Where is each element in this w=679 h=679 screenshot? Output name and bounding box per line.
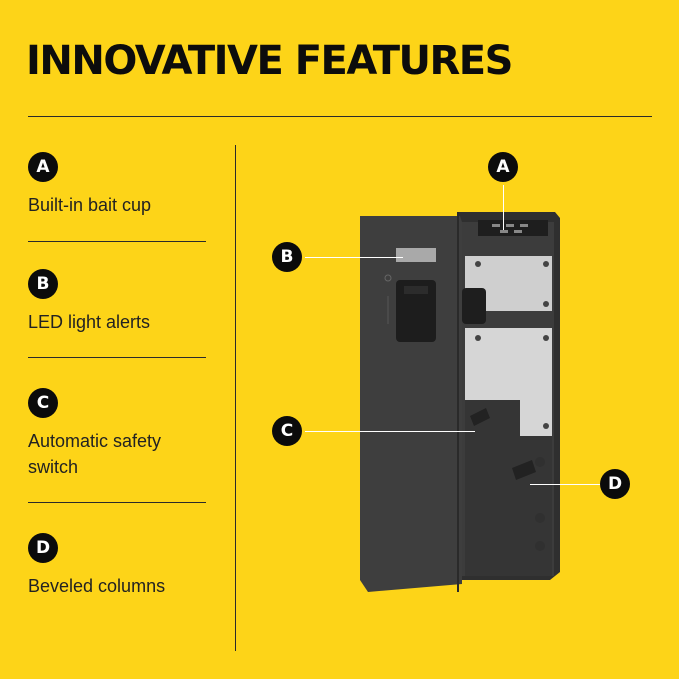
lower-cavity [465,400,552,576]
badge-a: A [28,152,58,182]
title-divider [28,116,652,117]
badge-d: D [28,533,58,563]
feature-d-label: Beveled columns [28,576,166,596]
feature-divider [28,502,206,503]
badge-c: C [28,388,58,418]
callout-badge-c: C [272,416,302,446]
safety-switch [470,408,490,426]
feature-c-label: Automatic safety switch [28,431,162,477]
feature-a: A Built-in bait cup [28,152,218,218]
feature-b: B LED light alerts [28,269,218,335]
door-latch [396,280,436,342]
callout-line-b [305,257,403,258]
feature-a-label: Built-in bait cup [28,195,152,215]
bait-cup [478,220,548,236]
led-window [396,248,436,262]
callout-badge-b: B [272,242,302,272]
feature-divider [28,241,206,242]
bait-station-illustration [360,212,560,592]
column-divider [235,145,236,651]
beveled-column [512,460,536,480]
callout-line-c [305,431,475,432]
badge-b: B [28,269,58,299]
callout-badge-a: A [488,152,518,182]
feature-b-label: LED light alerts [28,312,151,332]
front-door [360,216,462,592]
callout-badge-d: D [600,469,630,499]
callout-line-d [530,484,600,485]
feature-divider [28,357,206,358]
feature-c: C Automatic safety switch [28,388,208,480]
page-title: INNOVATIVE FEATURES [26,38,513,84]
hinge-tab [462,288,486,324]
callout-line-a [503,185,504,230]
feature-d: D Beveled columns [28,533,218,599]
